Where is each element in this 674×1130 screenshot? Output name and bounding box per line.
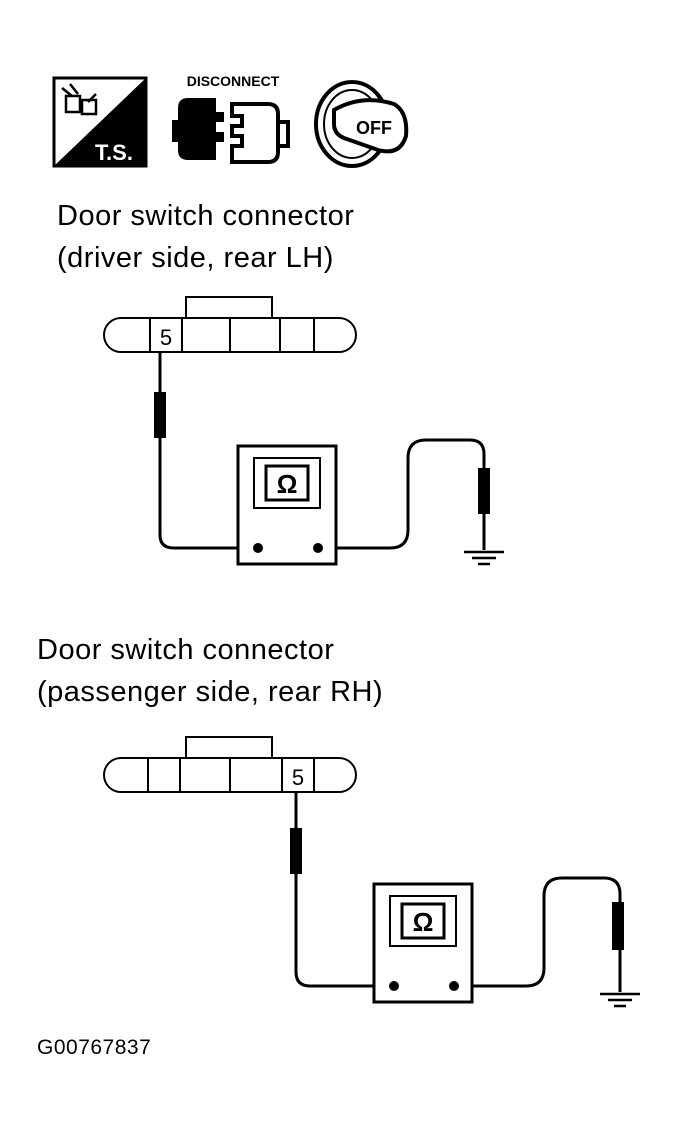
ts-label: T.S. <box>95 140 133 165</box>
diagram-2-ohmmeter: Ω <box>372 882 474 1004</box>
diagram-2-connector <box>103 736 357 793</box>
diagram-2-probe-left <box>290 828 302 874</box>
diagram-2-title-line1: Door switch connector <box>37 634 335 666</box>
diagram-1-probe-left <box>154 392 166 438</box>
ignition-key-off-icon: OFF <box>314 80 409 168</box>
diagram-1-title-line1: Door switch connector <box>57 200 355 232</box>
disconnect-label: DISCONNECT <box>187 73 280 89</box>
diagram-2-probe-right <box>612 902 624 950</box>
diagram-1-ohmmeter: Ω <box>236 444 338 566</box>
diagram-1-wiring: 5 Ω <box>103 296 504 566</box>
figure-id: G00767837 <box>37 1036 152 1059</box>
diagram-2-ground <box>600 992 640 1008</box>
disconnect-icon: DISCONNECT <box>172 73 290 164</box>
diagram-2-wiring: 5 Ω <box>103 736 640 1008</box>
diagram-1-ohm-symbol: Ω <box>277 469 298 499</box>
diagram-1-ground <box>464 550 504 566</box>
diagram-1-probe-right <box>478 468 490 514</box>
diagram-1-terminal-label: 5 <box>160 325 172 350</box>
key-off-label: OFF <box>356 118 392 138</box>
diagram-2-title-line2: (passenger side, rear RH) <box>37 676 384 708</box>
ts-icon: T.S. <box>52 76 148 168</box>
icon-row: T.S. DISCONNECT OFF <box>50 70 420 170</box>
diagram-1-connector <box>103 296 357 353</box>
diagram-1-title-line2: (driver side, rear LH) <box>57 242 334 274</box>
diagram-2-ohm-symbol: Ω <box>413 907 434 937</box>
diagram-2-terminal-label: 5 <box>292 765 304 790</box>
